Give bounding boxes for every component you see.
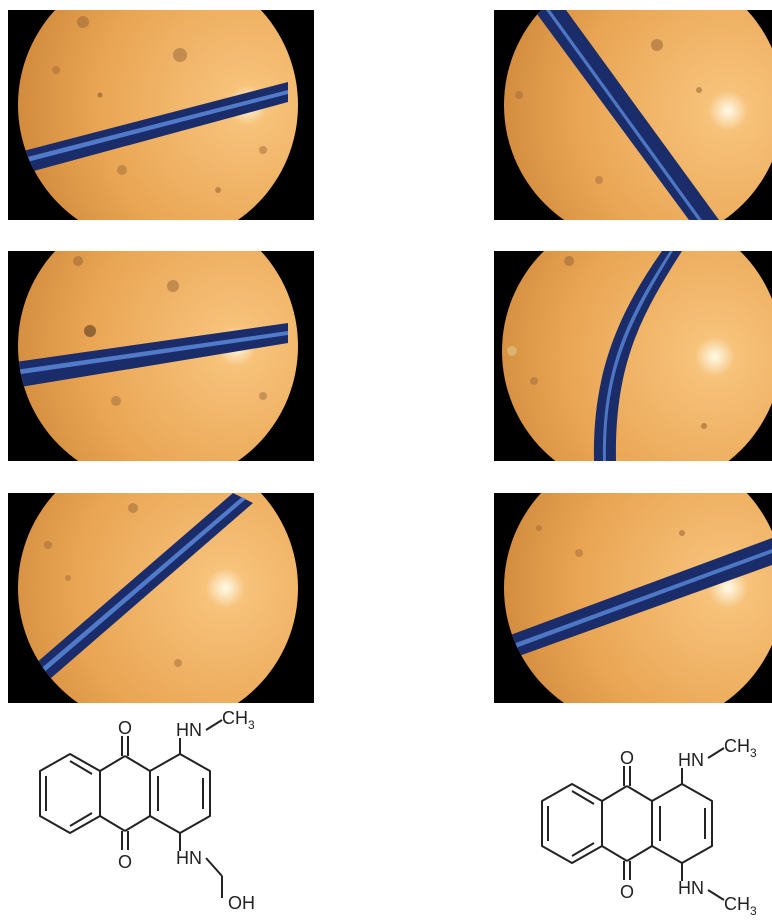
micrograph-left-3 xyxy=(8,493,314,703)
methyl-bottom-label: CH3 xyxy=(724,894,757,918)
micrograph-right-2 xyxy=(494,251,772,461)
amine-bottom-label: HN xyxy=(678,878,704,898)
amine-top-label: HN xyxy=(678,750,704,770)
micrograph-right-1 xyxy=(494,10,772,220)
structure-right: O O HN CH3 HN CH3 xyxy=(541,736,757,918)
micrograph-left-1 xyxy=(8,10,314,220)
amine-bottom-label: HN xyxy=(176,848,202,868)
structure-left: O O HN CH3 HN OH xyxy=(39,708,255,913)
amine-top-label: HN xyxy=(176,720,202,740)
oxygen-top-label: O xyxy=(118,718,132,738)
oxygen-bottom-label: O xyxy=(118,852,132,872)
oxygen-bottom-label: O xyxy=(620,882,634,902)
methyl-top-label: CH3 xyxy=(222,708,255,732)
methyl-top-label: CH3 xyxy=(724,736,757,760)
micrograph-left-2 xyxy=(8,251,314,461)
hydroxyl-label: OH xyxy=(228,893,255,913)
oxygen-top-label: O xyxy=(620,748,634,768)
micrograph-right-3 xyxy=(494,493,772,703)
